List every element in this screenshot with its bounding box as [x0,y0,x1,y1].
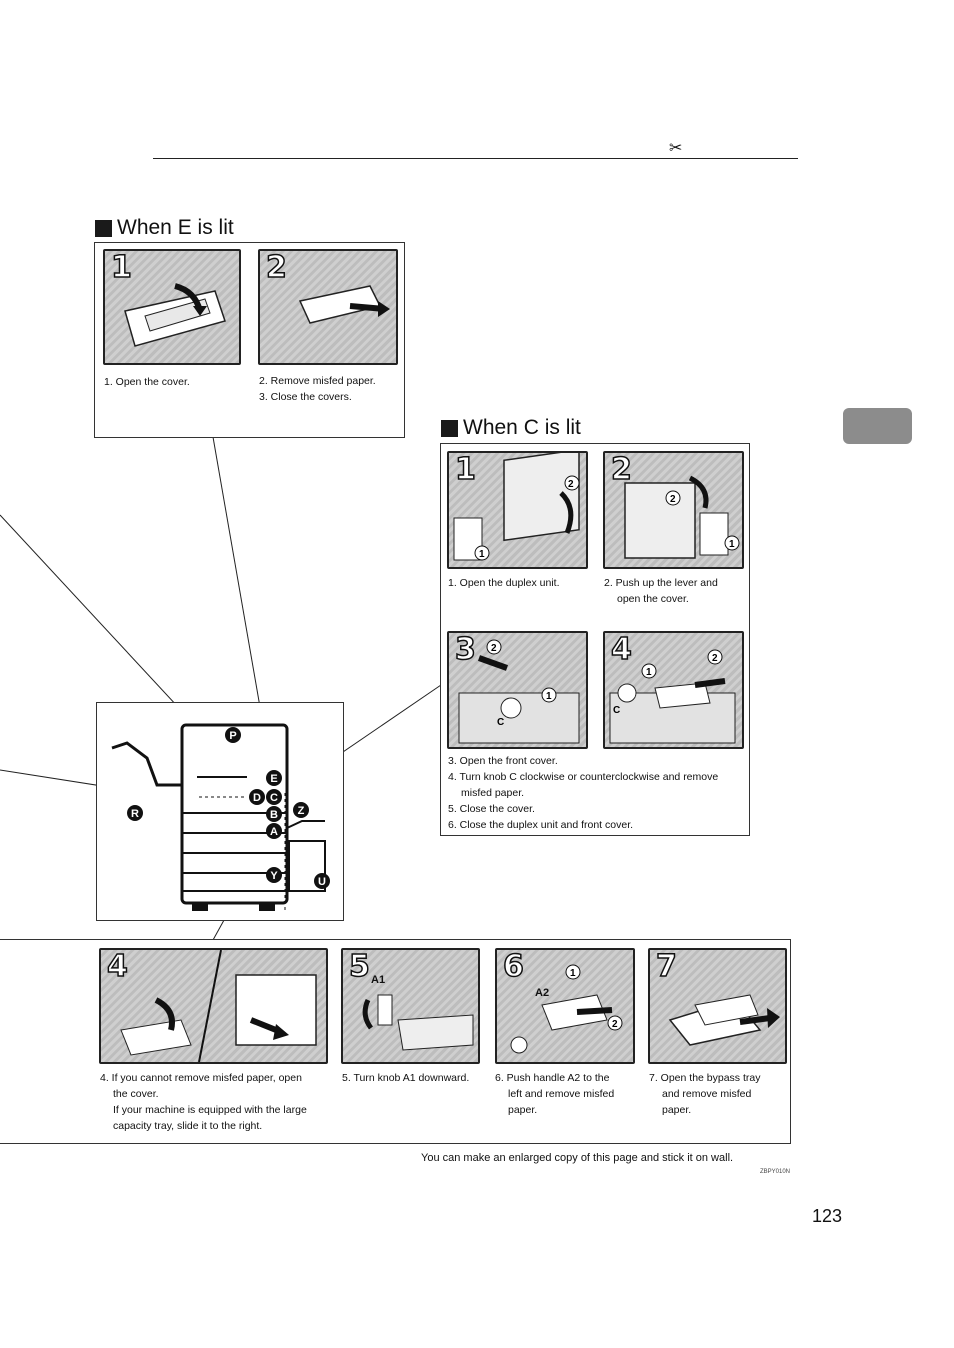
section-title-c: When C is lit [441,416,581,440]
svg-text:2: 2 [670,494,676,505]
c-step2-caption: 2. Push up the lever and open the cover. [604,577,718,605]
svg-text:E: E [270,773,277,785]
svg-text:2: 2 [491,643,497,654]
e-step1-caption: 1. Open the cover. [104,376,190,388]
svg-text:1: 1 [729,539,735,550]
figure-code: ZBPY010N [760,1169,791,1175]
footer-note: You can make an enlarged copy of this pa… [421,1152,734,1164]
svg-text:U: U [318,876,326,888]
bottom-step6-caption: 6. Push handle A2 to the left and remove… [495,1072,615,1116]
svg-text:R: R [131,808,139,820]
chapter-tab [843,408,912,444]
svg-text:1: 1 [546,691,552,702]
c-step3-image: 3 2 1 C [447,631,588,749]
svg-text:2: 2 [712,653,718,664]
c-step2-image: 2 2 1 [603,451,744,569]
svg-text:D: D [253,792,261,804]
c-step1-image: 1 2 1 [447,451,588,569]
svg-text:B: B [270,809,278,821]
bottom-step7-caption: 7. Open the bypass tray and remove misfe… [649,1072,761,1116]
section-title-e: When E is lit [95,216,234,240]
bottom-step4-caption: 4. If you cannot remove misfed paper, op… [100,1072,307,1132]
bottom-step5-image: 5 A1 [341,948,480,1064]
c-bottom-captions: 3. Open the front cover. 4. Turn knob C … [448,755,719,831]
bottom-step7-image: 7 [648,948,787,1064]
svg-text:2: 2 [612,1019,618,1030]
e-step1-image: 1 [103,249,241,365]
svg-text:C: C [613,705,620,716]
svg-text:1: 1 [570,968,576,979]
svg-text:Z: Z [298,805,305,817]
svg-text:Y: Y [270,870,278,882]
machine-overview: P E D C R B Z A Y U [96,702,344,921]
e-step2-caption: 2. Remove misfed paper. 3. Close the cov… [259,375,376,403]
c-step4-image: 4 1 2 C [603,631,744,749]
header-rule [153,158,798,159]
c-step1-caption: 1. Open the duplex unit. [448,577,560,589]
e-step2-image: 2 [258,249,398,365]
svg-text:1: 1 [646,667,652,678]
scissors-jam-icon: ✂ [669,138,683,157]
page-number: 123 [812,1206,843,1226]
svg-text:A2: A2 [535,987,549,999]
svg-text:A1: A1 [371,974,385,986]
svg-text:A: A [270,826,278,838]
bottom-step6-image: 6 A2 1 2 [495,948,635,1064]
bottom-step5-caption: 5. Turn knob A1 downward. [342,1072,470,1084]
svg-text:1: 1 [479,549,485,560]
bottom-step4-image: 4 [99,948,328,1064]
svg-text:C: C [270,792,278,804]
svg-text:C: C [497,717,504,728]
svg-text:P: P [229,730,236,742]
svg-text:2: 2 [568,479,574,490]
